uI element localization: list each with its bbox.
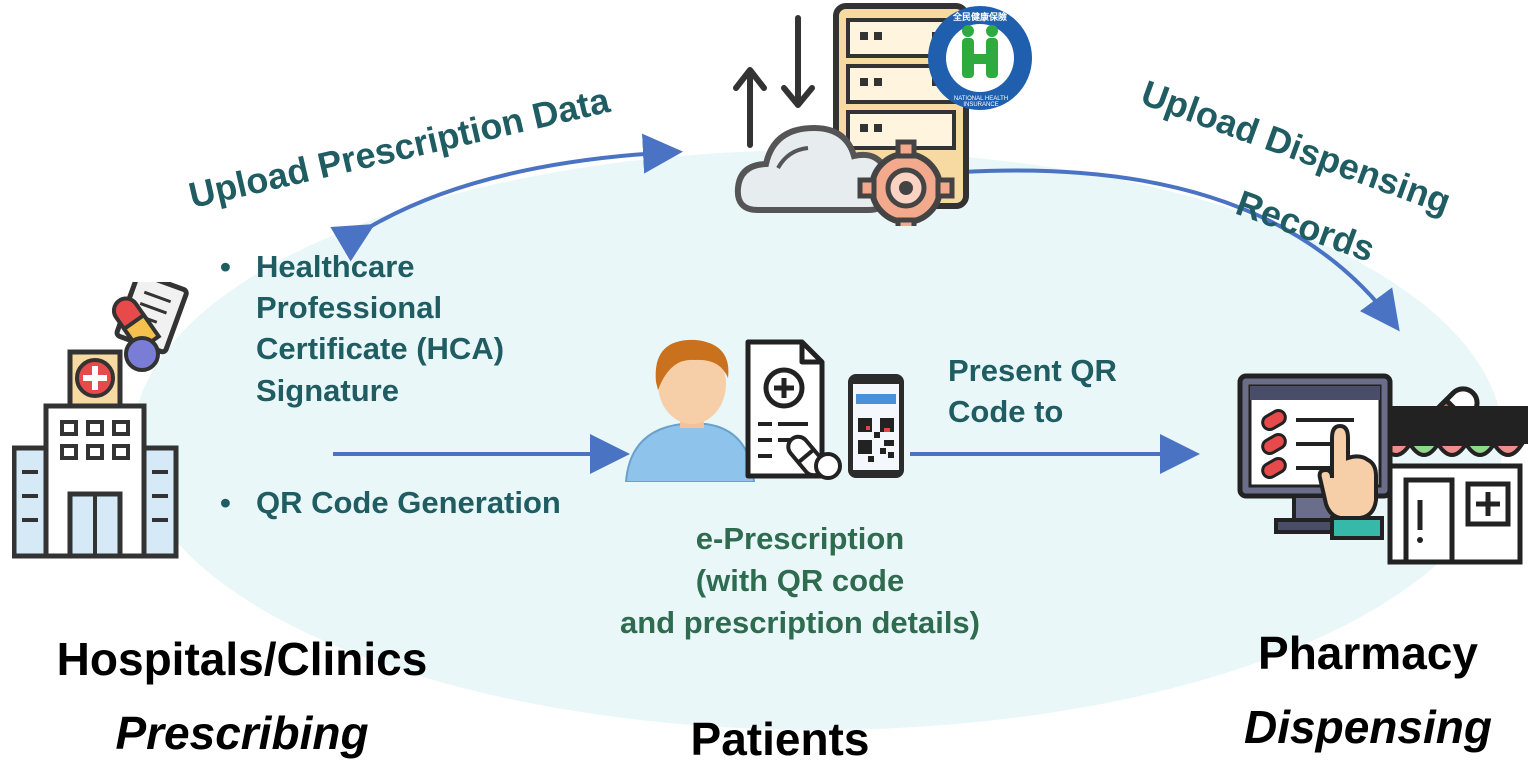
upload-prescription-arrow — [330, 133, 683, 262]
patient-icon — [624, 339, 904, 482]
bullet-qr-generation: QR Code Generation — [218, 482, 638, 523]
patients-title: Patients — [690, 713, 870, 765]
pharmacy-icon — [1237, 373, 1528, 565]
hospital-bullet-list: Healthcare Professional Certificate (HCA… — [218, 246, 578, 411]
bullet-hca-signature: Healthcare Professional Certificate (HCA… — [218, 246, 578, 411]
hospital-title: Hospitals/Clinics — [56, 633, 428, 685]
hospital-bullet-list-2: QR Code Generation — [218, 482, 638, 523]
nhi-seal-text: 全民健康保險 — [952, 12, 1007, 22]
present-qr-line2: Code to — [948, 394, 1064, 430]
hospital-subtitle: Prescribing — [115, 707, 369, 759]
nhi-ring-text: NATIONAL HEALTH INSURANCE — [953, 96, 1009, 108]
pharmacy-title: Pharmacy — [1258, 627, 1478, 679]
eprescription-line3: and prescription details) — [619, 604, 980, 640]
hospital-icon — [12, 282, 189, 559]
present-qr-line1: Present QR — [948, 353, 1117, 388]
upload-dispensing-arrow — [928, 153, 1400, 332]
nhi-logo — [928, 6, 1032, 110]
eprescription-line1: e-Prescription — [695, 521, 905, 556]
eprescription-caption: e-Prescription (with QR code and prescri… — [540, 518, 1060, 644]
present-qr-label: Present QR Code to — [948, 350, 1117, 432]
nhi-server-cloud-icon — [733, 3, 1032, 226]
eprescription-line2: (with QR code — [695, 562, 905, 598]
pharmacy-subtitle: Dispensing — [1244, 701, 1492, 753]
